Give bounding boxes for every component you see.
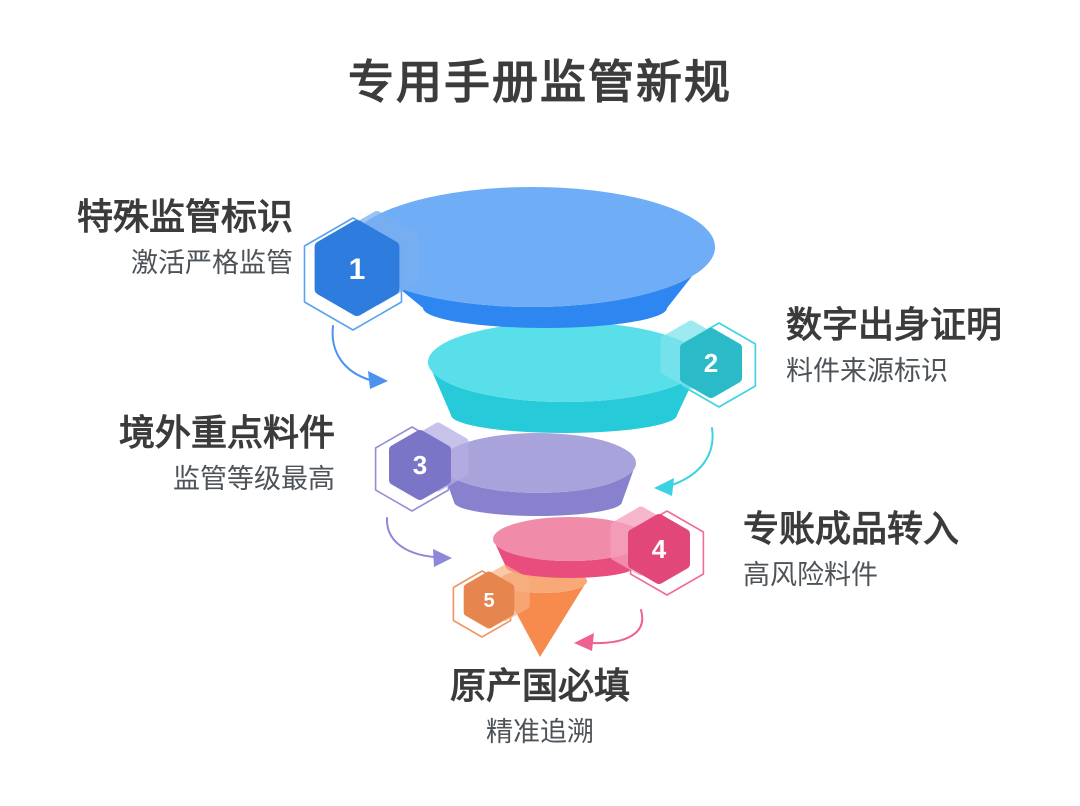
level-5-number: 5: [483, 590, 494, 612]
level-3-badge-group: 3: [374, 422, 469, 512]
level-2-badge-group: 2: [660, 320, 757, 408]
level-1-disc-top: [349, 187, 715, 307]
funnel-level-2: [428, 322, 702, 433]
funnel-level-3: [440, 433, 636, 516]
funnel-level-4: [493, 517, 647, 578]
arrow-3-to-4: [385, 517, 435, 558]
level-3-subheading: 监管等级最高: [173, 463, 335, 494]
arrow-2-to-3-head: [654, 478, 674, 496]
level-4-heading: 专账成品转入: [743, 508, 960, 549]
level-3-number: 3: [413, 450, 427, 480]
page-title: 专用手册监管新规: [348, 56, 732, 108]
level-1-badge-group: 1: [303, 211, 419, 331]
arrow-3-to-4-head: [433, 549, 452, 567]
level-5-subheading: 精准追溯: [486, 716, 594, 747]
level-5-heading: 原产国必填: [449, 665, 630, 706]
level-2-disc-top: [428, 322, 702, 402]
funnel-level-1: [349, 187, 715, 328]
level-1-badge: [314, 220, 400, 316]
flow-arrows: [331, 325, 714, 651]
level-1-heading: 特殊监管标识: [76, 196, 293, 237]
level-4-disc-top: [493, 517, 647, 561]
level-4-subheading: 高风险料件: [743, 559, 878, 590]
arrow-1-to-2-head: [368, 371, 388, 389]
level-5-label: 原产国必填 精准追溯: [390, 667, 690, 746]
level-2-disc-body: [428, 362, 702, 433]
arrow-1-to-2: [331, 325, 371, 381]
level-4-number: 4: [652, 534, 667, 564]
level-3-heading: 境外重点料件: [118, 412, 335, 453]
level-2-heading: 数字出身证明: [786, 304, 1003, 345]
level-4-label: 专账成品转入 高风险料件: [743, 510, 1033, 589]
level-2-label: 数字出身证明 料件来源标识: [786, 306, 1066, 385]
arrow-2-to-3: [671, 427, 714, 486]
level-2-number: 2: [704, 348, 718, 378]
level-1-number: 1: [349, 253, 366, 286]
level-4-badge-group: 4: [610, 506, 705, 596]
level-2-badge: [680, 328, 742, 398]
level-1-disc-body: [349, 247, 715, 328]
level-4-disc-body: [493, 539, 647, 578]
level-3-label: 境外重点料件 监管等级最高: [60, 414, 335, 493]
level-1-label: 特殊监管标识 激活严格监管: [30, 198, 293, 277]
level-4-badge: [628, 514, 690, 584]
level-2-subheading: 料件来源标识: [786, 355, 948, 386]
level-3-badge: [389, 430, 451, 500]
level-5-badge: [463, 571, 515, 629]
level-1-subheading: 激活严格监管: [131, 247, 293, 278]
level-5-badge-group: 5: [452, 565, 530, 638]
arrow-4-to-5: [591, 609, 644, 645]
level-3-disc-top: [440, 433, 636, 493]
arrow-4-to-5-head: [574, 633, 594, 651]
level-3-disc-body: [440, 463, 636, 516]
